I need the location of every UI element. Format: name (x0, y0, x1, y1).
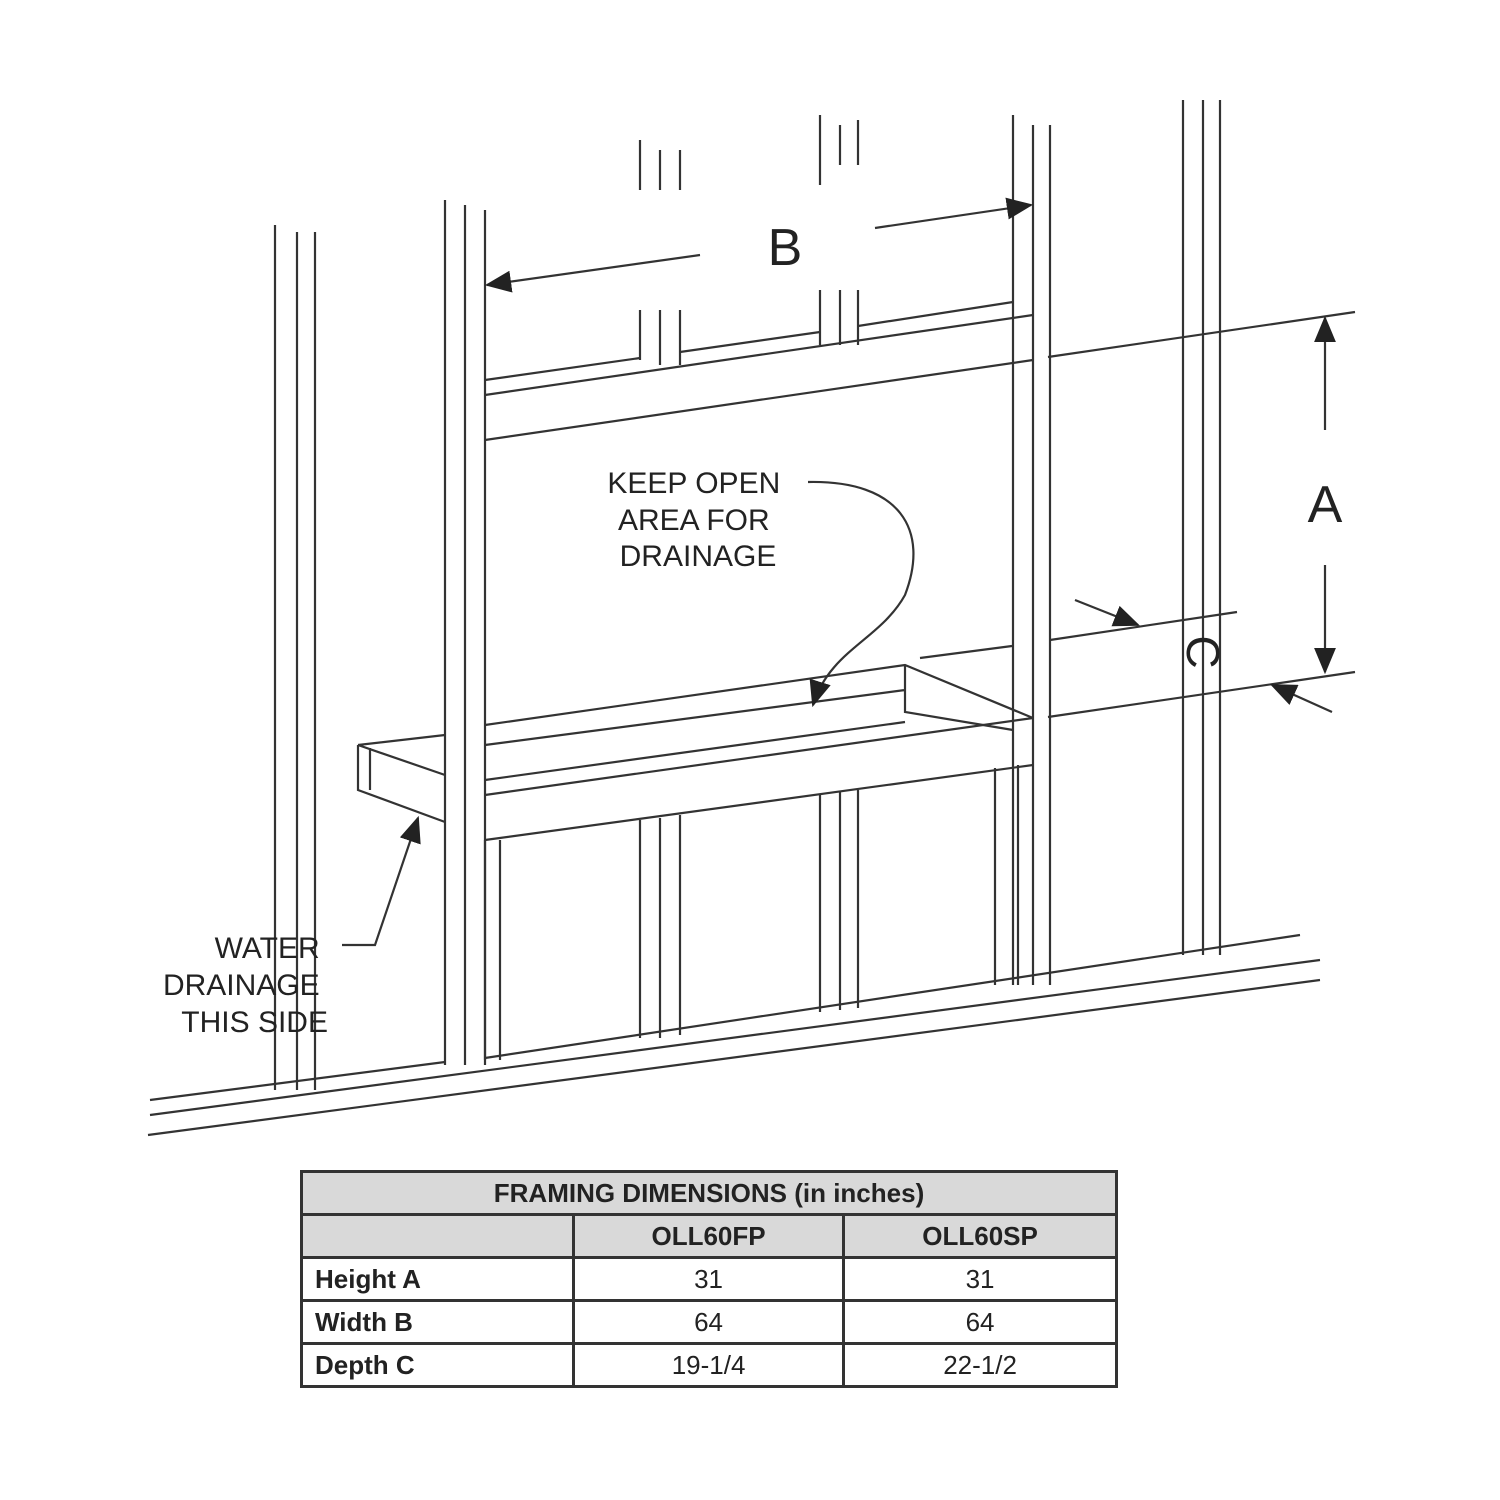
dimension-c-label: C (1177, 635, 1229, 668)
column-header-oll60sp: OLL60SP (842, 1213, 1118, 1259)
row-label: Depth C (300, 1342, 575, 1388)
svg-text:WATER DRAINAGE THI: WATER DRAINAGE THIS SIDE (163, 932, 328, 1039)
cell-value: 22-1/2 (842, 1342, 1118, 1388)
header (484, 300, 1034, 442)
bottom-plate (147, 933, 1321, 1137)
table-title: FRAMING DIMENSIONS (in inches) (300, 1170, 1118, 1216)
dimension-a: A (1047, 310, 1356, 719)
cell-value: 31 (842, 1256, 1118, 1302)
cell-value: 64 (842, 1299, 1118, 1345)
dimension-a-label: A (1308, 476, 1343, 534)
svg-text:KEEP OPEN AREA FOR: KEEP OPEN AREA FOR DRAINAGE (607, 467, 788, 573)
table-row: Width B 64 64 (300, 1299, 1118, 1345)
keep-open-callout: KEEP OPEN AREA FOR DRAINAGE (607, 467, 915, 708)
column-header-oll60fp: OLL60FP (571, 1213, 846, 1259)
table-row: Height A 31 31 (300, 1256, 1118, 1302)
drainage-sill-box (356, 663, 1034, 842)
row-label: Height A (300, 1256, 575, 1302)
row-label: Width B (300, 1299, 575, 1345)
water-drainage-callout: WATER DRAINAGE THIS SIDE (163, 815, 421, 1039)
framing-dimensions-table: FRAMING DIMENSIONS (in inches) OLL60FP O… (300, 1170, 1118, 1388)
cell-value: 19-1/4 (571, 1342, 846, 1388)
cell-value: 31 (571, 1256, 846, 1302)
studs (273, 100, 1222, 1090)
framing-diagram: B A C KEEP OPEN AREA FOR DRAINAGE WATER … (147, 100, 1356, 1137)
cell-value: 64 (571, 1299, 846, 1345)
table-row: Depth C 19-1/4 22-1/2 (300, 1342, 1118, 1388)
dimension-c: C (919, 598, 1333, 714)
dimension-b: B (484, 197, 1034, 293)
dimension-b-label: B (768, 219, 803, 277)
column-header-empty (300, 1213, 575, 1259)
